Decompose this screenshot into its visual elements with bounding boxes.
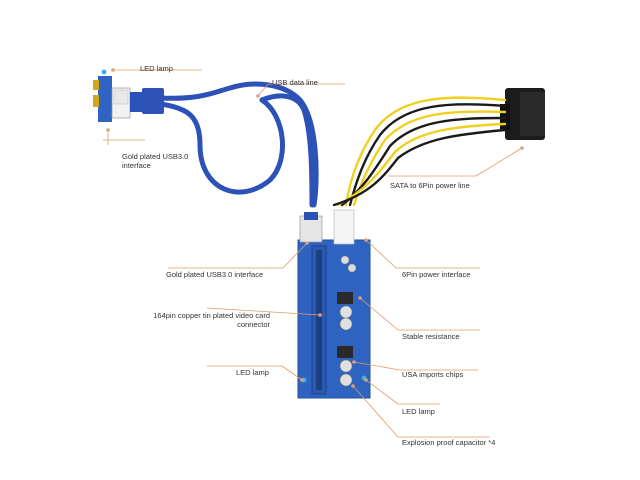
riser-board (297, 209, 371, 399)
label-led-lamp-left: LED lamp (236, 368, 269, 377)
power-wires (332, 96, 507, 207)
label-usa-chips: USA imports chips (402, 370, 464, 379)
label-led-lamp-top: LED lamp (140, 64, 173, 73)
label-video-card-connector: 164pin copper tin plated video card conn… (153, 311, 270, 329)
pcie-x1-adapter (93, 69, 164, 122)
label-sata-power-line: SATA to 6Pin power line (390, 181, 470, 190)
label-capacitor: Explosion proof capacitor *4 (402, 438, 496, 447)
label-usb-data-line: USB data line (272, 78, 318, 87)
callout-dots (106, 68, 524, 388)
label-six-pin-power-interface: 6Pin power interface (402, 270, 471, 279)
label-gold-usb-interface-mid: Gold plated USB3.0 interface (166, 270, 264, 279)
label-gold-usb-interface-left: Gold plated USB3.0 interface (122, 152, 189, 170)
usb-cable (157, 81, 319, 208)
label-led-lamp-right: LED lamp (402, 407, 435, 416)
sata-connector (500, 88, 545, 140)
label-stable-resistance: Stable resistance (402, 332, 460, 341)
callout-lines (103, 69, 523, 438)
